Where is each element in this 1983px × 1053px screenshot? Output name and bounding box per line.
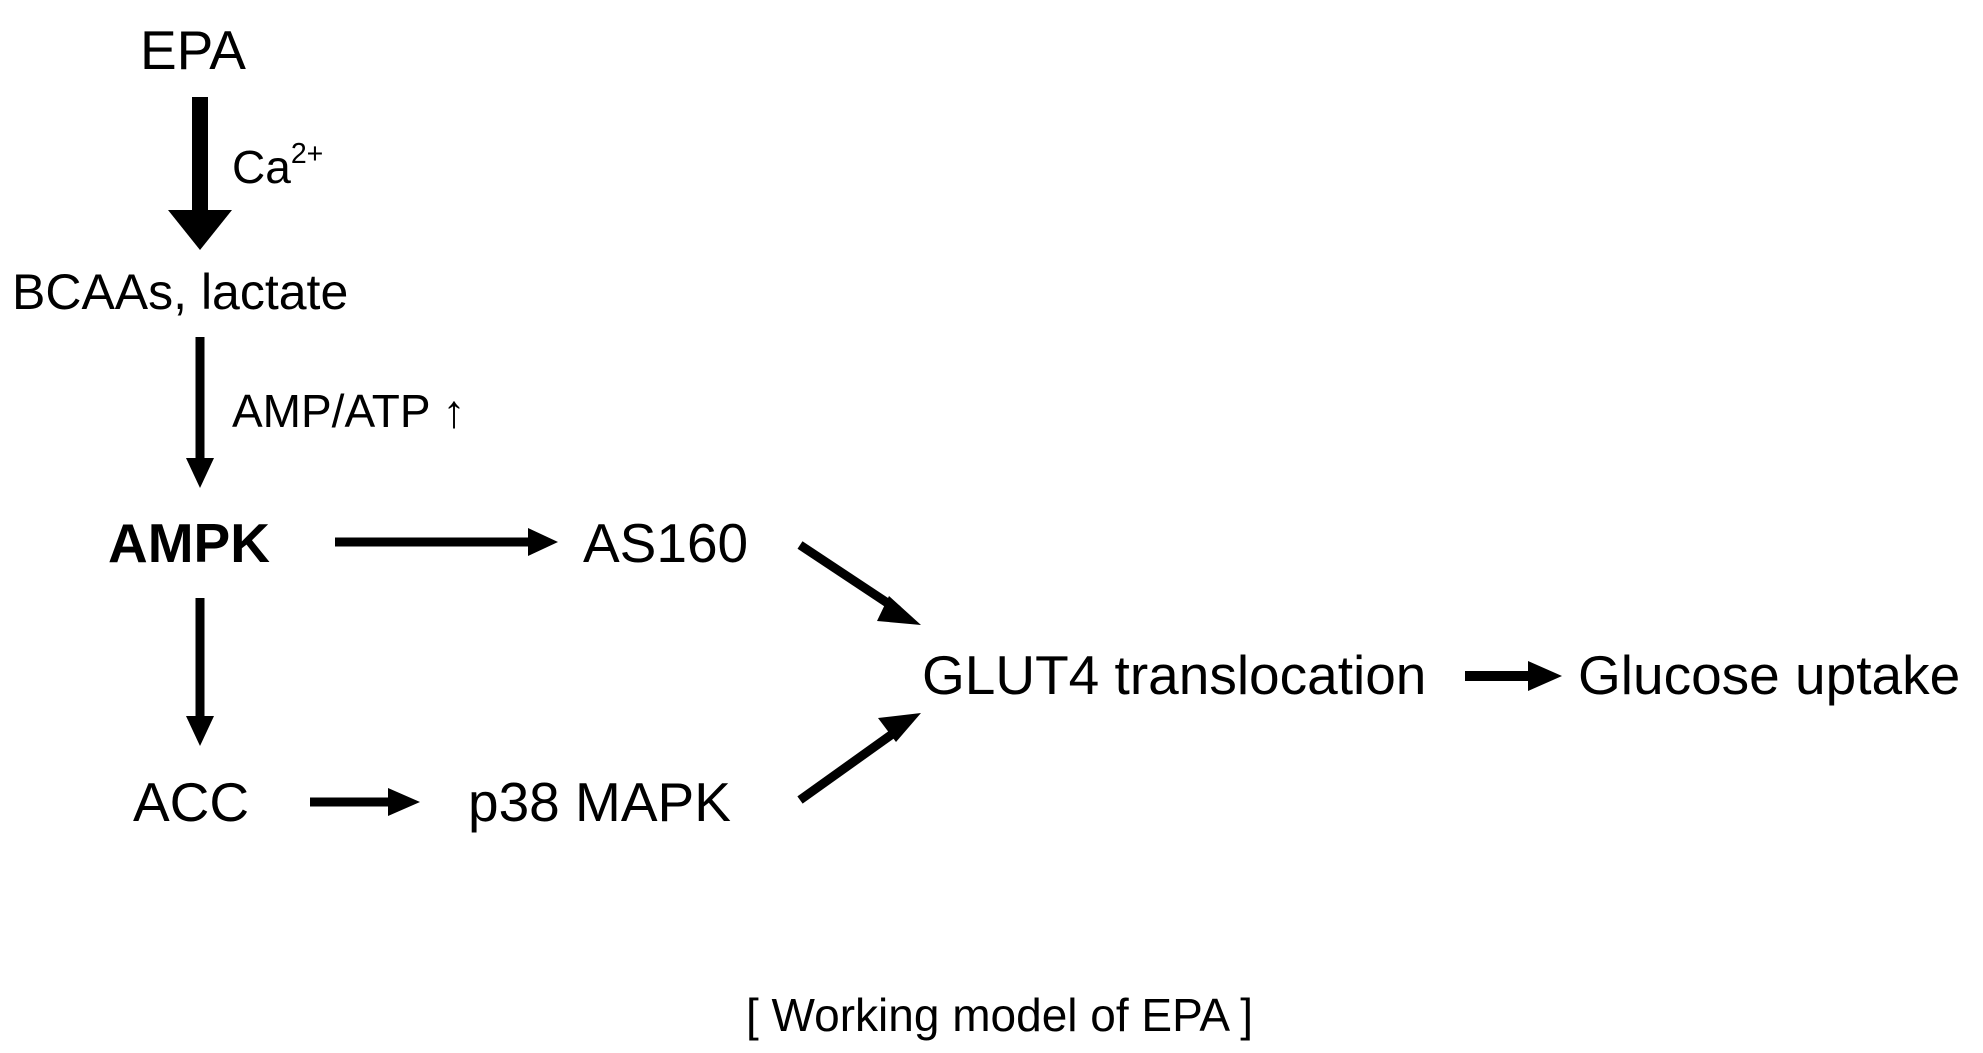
node-epa: EPA — [140, 19, 246, 81]
node-acc: ACC — [133, 771, 250, 833]
arrow-epa-to-bcaas — [168, 97, 232, 250]
arrow-ampk-to-acc — [186, 598, 214, 746]
arrow-acc-to-p38 — [310, 788, 420, 816]
edge-label-amp-atp: AMP/ATP ↑ — [232, 385, 466, 437]
calcium-charge: 2+ — [290, 138, 324, 171]
calcium-base: Ca — [232, 141, 291, 193]
caption: [ Working model of EPA ] — [746, 989, 1254, 1041]
arrow-ampk-to-as160 — [335, 528, 558, 556]
node-bcaas-lactate: BCAAs, lactate — [12, 264, 349, 320]
node-as160: AS160 — [583, 512, 749, 574]
node-ampk: AMPK — [108, 512, 270, 574]
edge-label-calcium: Ca2+ — [232, 140, 323, 193]
arrow-glut4-to-glucose — [1465, 661, 1562, 691]
node-glucose-uptake: Glucose uptake — [1578, 644, 1961, 706]
node-p38-mapk: p38 MAPK — [468, 771, 731, 833]
arrow-as160-to-glut4 — [797, 541, 921, 625]
arrow-p38-to-glut4 — [797, 713, 921, 804]
node-glut4-translocation: GLUT4 translocation — [922, 644, 1427, 706]
arrow-bcaas-to-ampk — [186, 337, 214, 488]
